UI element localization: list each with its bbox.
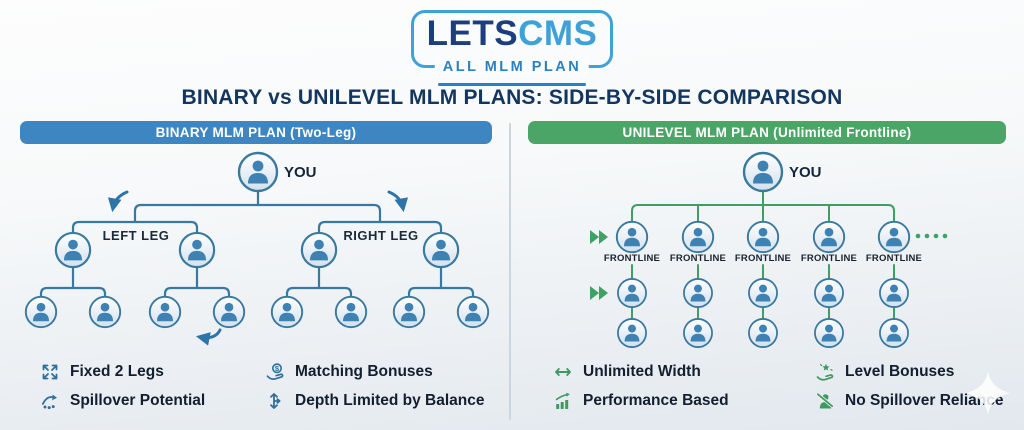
binary-level3-node xyxy=(24,295,58,329)
width-arrows-icon xyxy=(553,362,573,382)
svg-text:$: $ xyxy=(275,364,280,373)
unilevel-depth2-node xyxy=(879,278,909,308)
feature-depth-limited: Depth Limited by Balance xyxy=(265,390,484,412)
page-title: BINARY vs UNILEVEL MLM PLANS: SIDE-BY-SI… xyxy=(181,86,843,109)
feature-label: Matching Bonuses xyxy=(295,363,433,380)
frontline-node xyxy=(746,220,780,254)
logo-frame: LETSCMS ALL MLM PLAN xyxy=(410,10,614,75)
frontline-node xyxy=(877,220,911,254)
feature-label: Level Bonuses xyxy=(845,363,955,380)
feature-label: Performance Based xyxy=(583,392,729,409)
unilevel-root-label: YOU xyxy=(789,164,822,181)
binary-level2-node xyxy=(300,231,338,269)
frontline-node xyxy=(615,220,649,254)
binary-level3-node xyxy=(334,295,368,329)
unilevel-depth2-node xyxy=(814,278,844,308)
panel-divider xyxy=(509,123,511,420)
unilevel-root-node xyxy=(742,151,784,193)
growth-chart-icon xyxy=(553,391,573,411)
more-nodes-dots xyxy=(915,233,948,239)
unilevel-connector-lines xyxy=(631,190,895,320)
logo-wordmark: LETSCMS xyxy=(427,13,598,55)
spillover-arrow-icon xyxy=(40,391,60,411)
frontline-label: FRONTLINE xyxy=(866,253,922,264)
unilevel-depth3-node xyxy=(683,318,713,348)
right-flow-arrow xyxy=(387,190,409,213)
unilevel-depth2-node xyxy=(683,278,713,308)
unilevel-depth3-node xyxy=(748,318,778,348)
binary-tree-diagram: YOU LEFT LEG RIGHT LEG xyxy=(24,151,490,346)
feature-spillover-potential: Spillover Potential xyxy=(40,390,205,412)
unilevel-tree-diagram: YOU FRONTLINE FRONTLINE FRONTLINE FRONTL… xyxy=(590,151,948,348)
depth-arrows-icon xyxy=(265,391,285,411)
binary-level3-node xyxy=(270,295,304,329)
unilevel-depth3-node xyxy=(617,318,647,348)
feature-fixed-2-legs: Fixed 2 Legs xyxy=(40,361,164,383)
binary-level2-node xyxy=(422,231,460,269)
feature-no-spillover: No Spillover Reliance xyxy=(815,390,1004,412)
unilevel-panel-header: UNILEVEL MLM PLAN (Unlimited Frontline) xyxy=(528,121,1006,144)
frontline-node xyxy=(812,220,846,254)
feature-label: Unlimited Width xyxy=(583,363,701,380)
logo-text-secondary: CMS xyxy=(518,14,598,53)
no-spillover-icon xyxy=(815,391,835,411)
unilevel-depth3-node xyxy=(814,318,844,348)
frontline-chevron-icon xyxy=(590,230,608,300)
feature-performance-based: Performance Based xyxy=(553,390,729,412)
binary-level2-node xyxy=(178,231,216,269)
frontline-label: FRONTLINE xyxy=(735,253,791,264)
logo-text-primary: LETS xyxy=(426,14,519,53)
frontline-label: FRONTLINE xyxy=(801,253,857,264)
spillover-arrow xyxy=(195,328,222,346)
feature-label: Spillover Potential xyxy=(70,392,206,409)
frontline-label: FRONTLINE xyxy=(604,253,660,264)
unilevel-depth3-node xyxy=(879,318,909,348)
left-leg-label: LEFT LEG xyxy=(103,228,170,243)
binary-root-label: YOU xyxy=(284,164,317,181)
left-flow-arrow xyxy=(107,190,129,213)
unilevel-depth2-node xyxy=(617,278,647,308)
feature-label: No Spillover Reliance xyxy=(845,392,1004,409)
binary-connector-lines xyxy=(39,189,475,299)
binary-level3-node xyxy=(392,295,426,329)
binary-level3-node xyxy=(148,295,182,329)
sparkle-watermark xyxy=(966,371,1010,415)
binary-panel-header: BINARY MLM PLAN (Two-Leg) xyxy=(20,121,492,144)
feature-level-bonuses: Level Bonuses xyxy=(815,361,954,383)
feature-matching-bonuses: $ Matching Bonuses xyxy=(265,361,433,383)
unilevel-depth2-node xyxy=(748,278,778,308)
binary-root-node xyxy=(237,151,279,193)
frontline-node xyxy=(681,220,715,254)
expand-arrows-icon xyxy=(40,362,60,382)
feature-label: Fixed 2 Legs xyxy=(70,363,164,380)
feature-unlimited-width: Unlimited Width xyxy=(553,361,701,383)
binary-level3-node xyxy=(456,295,490,329)
logo-tagline: ALL MLM PLAN xyxy=(434,59,590,75)
binary-level3-node xyxy=(212,295,246,329)
logo-underline xyxy=(438,83,586,86)
feature-label: Depth Limited by Balance xyxy=(295,392,485,409)
coin-hand-icon: $ xyxy=(265,362,285,382)
star-hand-icon xyxy=(815,362,835,382)
brand-logo: LETSCMS ALL MLM PLAN xyxy=(0,10,1024,86)
frontline-label: FRONTLINE xyxy=(670,253,726,264)
binary-level3-node xyxy=(88,295,122,329)
binary-level2-node xyxy=(54,231,92,269)
right-leg-label: RIGHT LEG xyxy=(343,228,418,243)
